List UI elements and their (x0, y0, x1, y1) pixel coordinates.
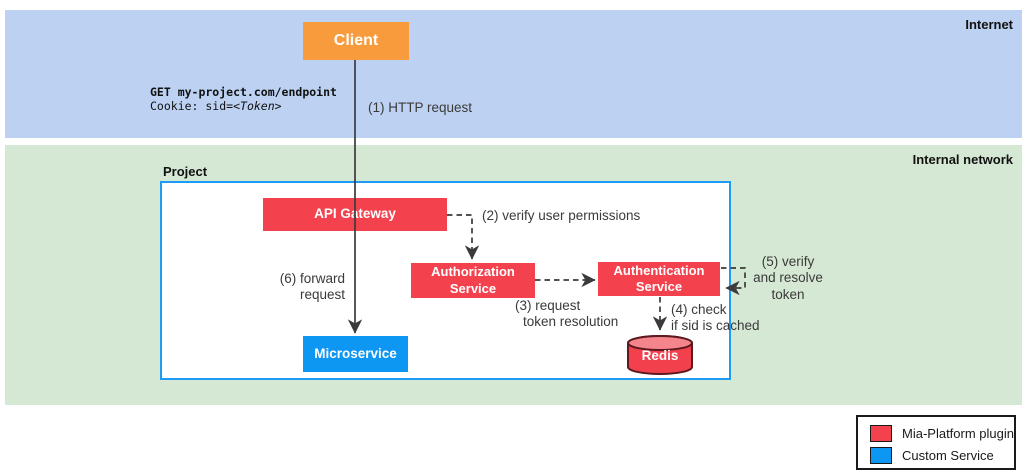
legend-item-custom-service: Custom Service (870, 444, 1014, 466)
legend-item-mia-platform-plugin: Mia-Platform plugin (870, 422, 1014, 444)
internet-zone: Internet (5, 10, 1022, 138)
client-node: Client (303, 22, 409, 60)
authentication-service-node: Authentication Service (598, 262, 720, 296)
edge-label-step5: (5) verify and resolve token (753, 254, 823, 302)
edge-label-step6: (6) forward request (279, 271, 345, 303)
blue-swatch-icon (870, 446, 892, 464)
project-label: Project (163, 164, 208, 179)
legend-item-label: Mia-Platform plugin (902, 425, 1014, 441)
edge-label-step1: (1) HTTP request (368, 100, 473, 115)
token-placeholder: Token (240, 98, 275, 113)
http-request-text: GET my-project.com/endpoint Cookie: sid=… (150, 85, 337, 114)
legend-item-label: Custom Service (902, 447, 994, 463)
edge-label-step4: (4) check if sid is cached (671, 302, 760, 334)
redis-label: Redis (641, 348, 679, 363)
database-cylinder-icon (627, 335, 693, 375)
cookie-line: Cookie: sid=<Token> (150, 98, 282, 113)
api-gateway-node: API Gateway (263, 198, 447, 231)
request-line: GET my-project.com/endpoint (150, 85, 337, 99)
legend: Mia-Platform plugin Custom Service (856, 415, 1016, 470)
edge-label-step2: (2) verify user permissions (482, 208, 641, 223)
microservice-node: Microservice (303, 336, 408, 372)
red-swatch-icon (870, 424, 892, 442)
edge-label-step3: (3) request token resolution (515, 298, 619, 330)
internet-zone-label: Internet (965, 17, 1013, 32)
internal-network-zone-label: Internal network (912, 152, 1013, 167)
redis-node: Redis (626, 334, 694, 376)
authorization-service-node: Authorization Service (411, 263, 535, 298)
